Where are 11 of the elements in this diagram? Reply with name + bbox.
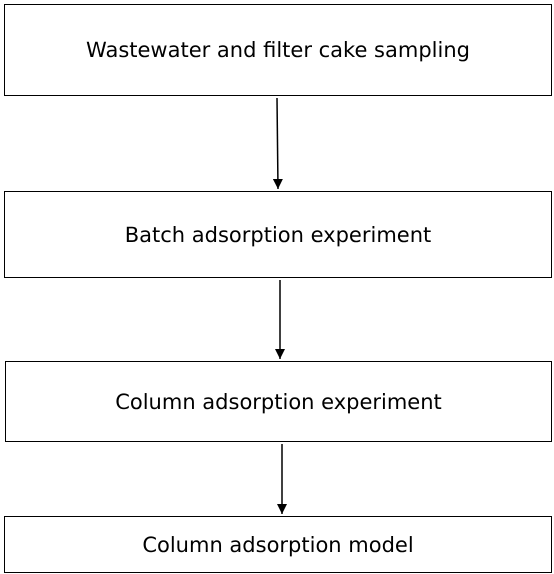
arrow (275, 280, 285, 359)
box-label: Batch adsorption experiment (124, 222, 432, 246)
process-box (4, 4, 552, 96)
box-label: Wastewater and filter cake sampling (86, 38, 470, 62)
box-label: Column adsorption model (142, 532, 414, 556)
process-box (4, 516, 552, 573)
process-box (5, 361, 552, 442)
arrow (277, 444, 287, 514)
arrow (272, 98, 283, 189)
process-box (4, 191, 552, 278)
box-label: Column adsorption experiment (115, 390, 442, 414)
